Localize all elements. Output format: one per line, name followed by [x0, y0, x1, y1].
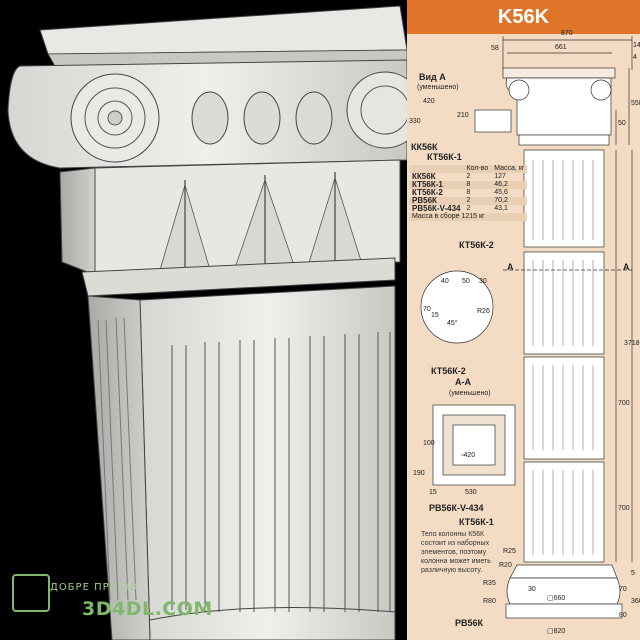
table-cell: РВ56К-V-434	[412, 204, 461, 213]
view-a-h2: 210	[457, 112, 469, 119]
profile-dim-30: 30	[479, 278, 487, 285]
table-row: КК56К 2 127	[409, 173, 527, 181]
table-cell: 8	[463, 181, 492, 189]
mass-table: Кол-во Масса, кг КК56К 2 127 КТ56К-1 8 4…	[409, 165, 528, 221]
table-header-cell	[409, 165, 464, 173]
section-dim-190: 190	[413, 470, 425, 477]
section-sub: (уменьшено)	[449, 390, 491, 397]
profile-dim-50: 50	[462, 278, 470, 285]
dim-top-inner: 661	[555, 44, 567, 51]
table-row: КТ56К-2 8 45,6	[409, 189, 527, 197]
base-r25: R25	[503, 548, 516, 555]
table-cell: 2	[463, 197, 492, 205]
base-inner: ▢660	[547, 595, 566, 602]
watermark-tagline: ДОБРЕ ПРО ЗВ	[50, 582, 138, 593]
base-outer: ▢820	[547, 628, 566, 635]
table-cell: 2	[466, 205, 471, 212]
base-h80: 80	[619, 612, 627, 619]
dim-shaft-total: 3718	[624, 340, 640, 347]
base-h30: 30	[528, 586, 536, 593]
table-cell: 127	[494, 173, 506, 180]
base-h70: 70	[619, 586, 627, 593]
dim-top-14: 14	[633, 42, 640, 49]
watermark-site: 3D4DL.COM	[82, 598, 213, 620]
table-cell: КТ56К-2	[412, 188, 443, 197]
view-a-width: 420	[423, 98, 435, 105]
profile-dim-70: 70	[423, 306, 431, 313]
column-render	[7, 5, 407, 640]
table-header-cell: Кол-во	[463, 165, 492, 173]
table-total-row: Масса в сборе 1215 кг	[409, 213, 528, 221]
dim-top-4: 4	[633, 54, 637, 61]
base-r20: R20	[499, 562, 512, 569]
table-header-cell: Масса, кг	[491, 165, 528, 173]
drawing-lines	[420, 36, 633, 619]
section-marker-right: A	[623, 262, 630, 272]
table-total: Масса в сборе 1215 кг	[409, 213, 528, 221]
base-h5: 5	[631, 570, 635, 577]
profile-angle: 45°	[447, 320, 458, 327]
table-header-row: Кол-во Масса, кг	[409, 165, 528, 173]
profile-radius: R26	[477, 308, 490, 315]
section-inner-size: ▫420	[461, 452, 476, 459]
dim-capital-height: 558	[631, 100, 640, 107]
part-label-kt1-lower: КТ56К-1	[459, 517, 494, 527]
table-row: РВ56К 2 70,2	[409, 197, 528, 205]
view-a-sub: (уменьшено)	[417, 84, 459, 91]
part-label-rb: РВ56К	[455, 618, 484, 628]
section-part-label: КТ56К-2	[431, 366, 466, 376]
profile-dim-15: 15	[431, 312, 439, 319]
section-dim-15: 15	[429, 489, 437, 496]
section-aa-label: А-А	[455, 377, 471, 387]
spec-sheet: K56K	[407, 0, 640, 640]
table-cell: КК56К	[412, 172, 436, 181]
part-label-kt1: КТ56К-1	[427, 152, 462, 162]
base-h360: 360	[631, 598, 640, 605]
part-label-kk: КК56К	[411, 142, 438, 152]
section-dim-100: 100	[423, 440, 435, 447]
part-label-kt2: КТ56К-2	[459, 240, 494, 250]
table-cell: 45,6	[494, 189, 508, 196]
section-marker-left: A	[507, 262, 514, 272]
base-r80: R80	[483, 598, 496, 605]
table-cell: 43,1	[494, 205, 508, 212]
table-cell: РВ56К	[409, 197, 464, 205]
dim-top-total: 870	[561, 30, 573, 37]
table-cell: 8	[466, 189, 471, 196]
table-cell: КТ56К-1	[409, 181, 464, 189]
table-cell: 46,2	[491, 181, 528, 189]
dim-capital-50: 50	[618, 120, 626, 127]
part-label-rb434: РВ56К-V-434	[429, 503, 484, 513]
table-row: КТ56К-1 8 46,2	[409, 181, 528, 189]
assembly-note: Тело колонны К56К состоит из наборных эл…	[421, 531, 491, 574]
sheet-title: K56K	[407, 0, 640, 34]
profile-dim-40: 40	[441, 278, 449, 285]
table-cell: 2	[466, 173, 471, 180]
dim-segment-a: 700	[618, 400, 630, 407]
table-row: РВ56К-V-434 2 43,1	[409, 205, 527, 213]
base-r35: R35	[483, 580, 496, 587]
dim-top-left: 58	[491, 45, 499, 52]
table-cell: 70,2	[491, 197, 528, 205]
watermark-logo	[12, 574, 50, 612]
dim-segment-b: 700	[618, 505, 630, 512]
section-width: 530	[465, 489, 477, 496]
view-a-h1: 330	[409, 118, 421, 125]
view-a-label: Вид А	[419, 72, 446, 82]
